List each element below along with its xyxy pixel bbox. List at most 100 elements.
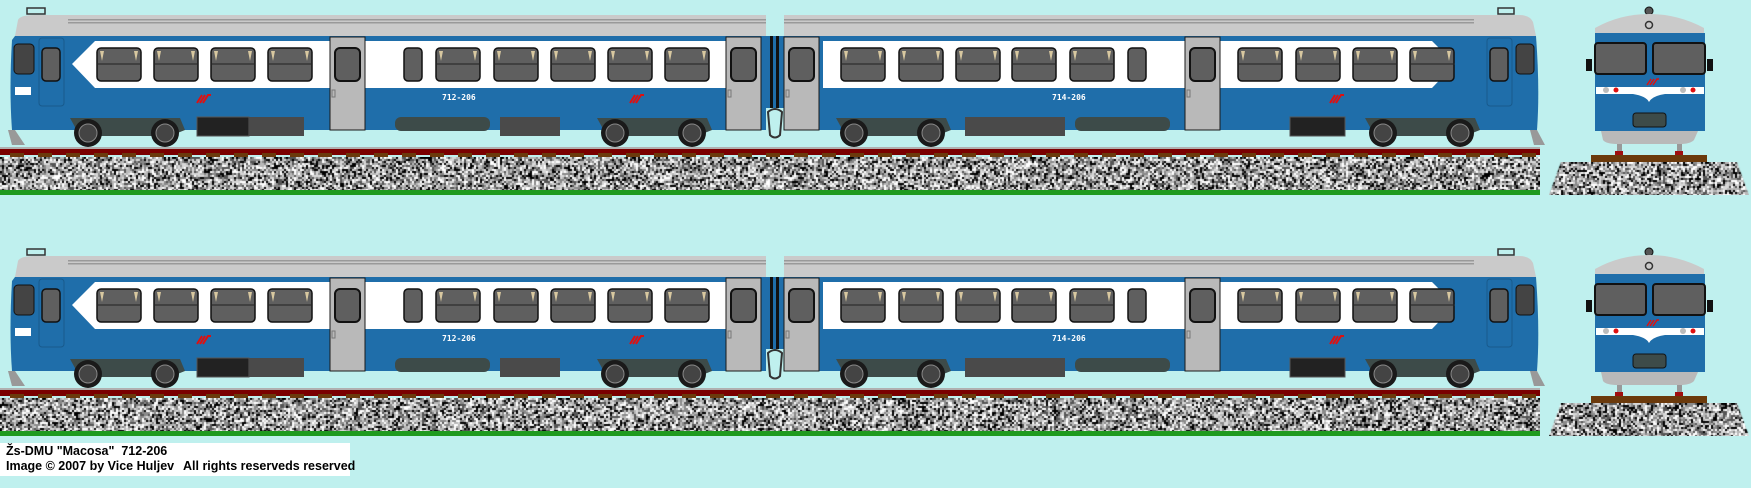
sleeper xyxy=(430,394,444,399)
sleeper xyxy=(654,394,668,399)
sleeper xyxy=(66,394,80,399)
car-712: 712-206 xyxy=(8,7,766,147)
headlight-band xyxy=(15,328,31,336)
cab-door[interactable] xyxy=(38,37,65,107)
bogie xyxy=(836,359,951,388)
sleepers xyxy=(10,394,1536,399)
door[interactable] xyxy=(1184,277,1221,372)
window xyxy=(1352,47,1398,82)
window xyxy=(96,288,142,323)
horn-icon xyxy=(1497,248,1515,256)
car-number: 714-206 xyxy=(1052,93,1086,102)
window xyxy=(153,47,199,82)
window xyxy=(664,47,710,82)
train-row: 712-206 xyxy=(0,247,1713,436)
cab-door[interactable] xyxy=(38,278,65,348)
sleeper xyxy=(1018,394,1032,399)
wheel-hub xyxy=(605,364,625,384)
door[interactable] xyxy=(783,277,820,372)
sleeper xyxy=(878,394,892,399)
sleeper xyxy=(178,153,192,158)
sleeper xyxy=(962,394,976,399)
rail-top xyxy=(0,388,1540,390)
ballast xyxy=(0,157,1540,190)
front-coupler xyxy=(1632,112,1667,128)
sleeper xyxy=(1074,153,1088,158)
window xyxy=(493,47,539,82)
roof xyxy=(784,15,1519,36)
cab-door-window xyxy=(41,288,61,323)
sleeper xyxy=(850,153,864,158)
wheel-hub xyxy=(682,364,702,384)
door-window xyxy=(334,47,361,82)
door-handle xyxy=(785,89,790,98)
sleeper xyxy=(1382,153,1396,158)
roof-line xyxy=(68,22,766,24)
front-skirt xyxy=(1601,131,1698,144)
ballast xyxy=(0,398,1540,431)
bogie xyxy=(1365,359,1480,388)
wheel-contact xyxy=(1615,392,1623,396)
sleeper xyxy=(822,153,836,158)
car-714: 714-206 xyxy=(783,7,1545,147)
windshield-left xyxy=(1594,283,1647,316)
rail xyxy=(0,149,1540,155)
window xyxy=(664,288,710,323)
sleeper xyxy=(1382,394,1396,399)
sleeper xyxy=(1018,153,1032,158)
door[interactable] xyxy=(329,36,366,131)
door[interactable] xyxy=(329,277,366,372)
sleeper xyxy=(1270,153,1284,158)
sleeper xyxy=(514,394,528,399)
wheel-hub xyxy=(78,364,98,384)
window xyxy=(607,288,653,323)
sleeper xyxy=(1326,394,1340,399)
roof-end xyxy=(1519,15,1536,36)
door-window xyxy=(788,288,815,323)
sleeper xyxy=(1186,153,1200,158)
curtain xyxy=(439,292,477,302)
sleeper xyxy=(542,394,556,399)
sleeper xyxy=(1466,394,1480,399)
underfloor-tank xyxy=(395,117,490,131)
horn-icon xyxy=(26,248,46,256)
cab-door[interactable] xyxy=(1486,278,1513,348)
window xyxy=(435,288,481,323)
cab-window xyxy=(1515,43,1535,75)
plough xyxy=(8,371,25,386)
window xyxy=(1352,288,1398,323)
wheel-hub xyxy=(844,364,864,384)
wheel-hub xyxy=(1450,364,1470,384)
train-row: 712-206 xyxy=(0,6,1713,195)
caption-copyright: Image © 2007 by Vice Huljev xyxy=(6,459,175,473)
sleeper xyxy=(1438,153,1452,158)
curtain xyxy=(497,292,535,302)
sleeper xyxy=(374,153,388,158)
door[interactable] xyxy=(1184,36,1221,131)
sleeper xyxy=(1438,394,1452,399)
door[interactable] xyxy=(783,36,820,131)
sleeper xyxy=(1354,153,1368,158)
cab-door[interactable] xyxy=(1486,37,1513,107)
sleeper xyxy=(598,153,612,158)
door-window xyxy=(1189,288,1216,323)
front-view xyxy=(1586,6,1713,164)
curtain xyxy=(902,51,940,61)
door-handle xyxy=(1186,89,1191,98)
sleeper xyxy=(1494,153,1508,158)
curtain xyxy=(271,51,309,61)
jz-logo-icon xyxy=(196,335,211,345)
window xyxy=(267,47,313,82)
door[interactable] xyxy=(725,277,762,372)
door[interactable] xyxy=(725,36,762,131)
cab-window xyxy=(13,284,35,316)
sleeper xyxy=(1046,394,1060,399)
sleeper xyxy=(1466,153,1480,158)
cab-door-window xyxy=(41,47,61,82)
sleeper xyxy=(1298,394,1312,399)
ballast-mound xyxy=(1549,403,1749,436)
sleeper xyxy=(934,394,948,399)
window xyxy=(898,47,944,82)
headlight-icon xyxy=(1603,328,1609,334)
